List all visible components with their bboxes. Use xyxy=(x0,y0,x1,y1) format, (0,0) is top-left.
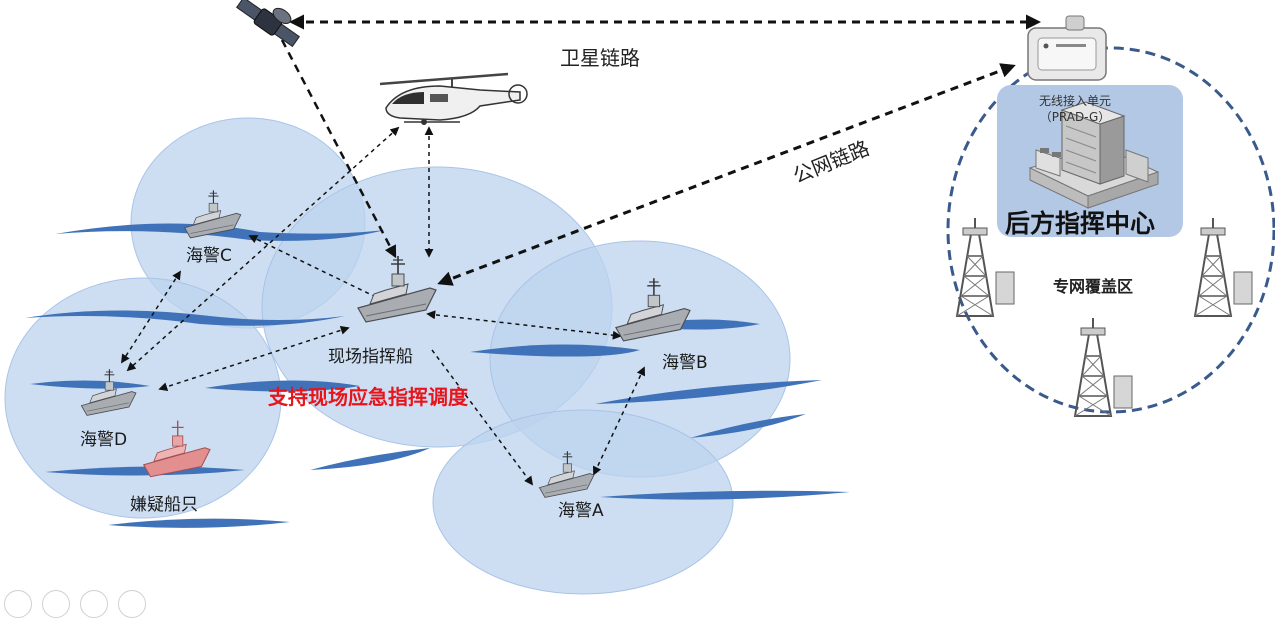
public-link-line xyxy=(437,63,1016,286)
ship-to-b-line xyxy=(426,310,622,340)
satellite-link-label: 卫星链路 xyxy=(560,46,640,70)
hq-label: 后方指挥中心 xyxy=(1005,209,1156,238)
support-dispatch-label: 支持现场应急指挥调度 xyxy=(268,385,468,409)
police-d-label: 海警D xyxy=(80,430,128,450)
server-cabinet-icon xyxy=(1113,375,1133,409)
police-a-label: 海警A xyxy=(558,501,604,521)
access-unit-label: 无线接入单元 （PRAD-G） xyxy=(1020,93,1130,125)
radio-device-icon xyxy=(1027,15,1107,81)
suspicious-ship-icon xyxy=(142,420,211,478)
satellite-icon xyxy=(236,0,300,48)
site-command-ship-label: 现场指挥船 xyxy=(328,347,413,367)
server-cabinet-icon xyxy=(1233,271,1253,305)
coverage-area-a xyxy=(432,409,734,595)
nav-play-button[interactable] xyxy=(42,590,70,618)
server-cabinet-icon xyxy=(995,271,1015,305)
c-to-d-line xyxy=(121,270,181,364)
b-to-a-line xyxy=(593,366,645,476)
helicopter-icon xyxy=(379,72,528,125)
nav-prev-button[interactable] xyxy=(4,590,32,618)
ship-to-d-line xyxy=(158,325,350,392)
access-unit-model: （PRAD-G） xyxy=(1039,110,1111,124)
private-zone-label: 专网覆盖区 xyxy=(1053,277,1134,296)
private-network-zone xyxy=(946,46,1275,414)
suspicious-ship-label: 嫌疑船只 xyxy=(130,495,198,515)
tower-icon xyxy=(1194,217,1232,317)
network-diagram xyxy=(4,0,1275,595)
police-b-label: 海警B xyxy=(662,353,708,373)
access-unit-name: 无线接入单元 xyxy=(1038,94,1111,108)
nav-menu-button[interactable] xyxy=(118,590,146,618)
police-c-label: 海警C xyxy=(186,246,232,266)
ship-to-a-line xyxy=(431,349,534,486)
links xyxy=(121,14,1041,486)
ocean-waves xyxy=(25,223,850,528)
nav-next-button[interactable] xyxy=(80,590,108,618)
tower-icon xyxy=(1074,317,1112,417)
c-to-ship-line xyxy=(248,235,384,301)
building-icon xyxy=(1028,101,1160,209)
